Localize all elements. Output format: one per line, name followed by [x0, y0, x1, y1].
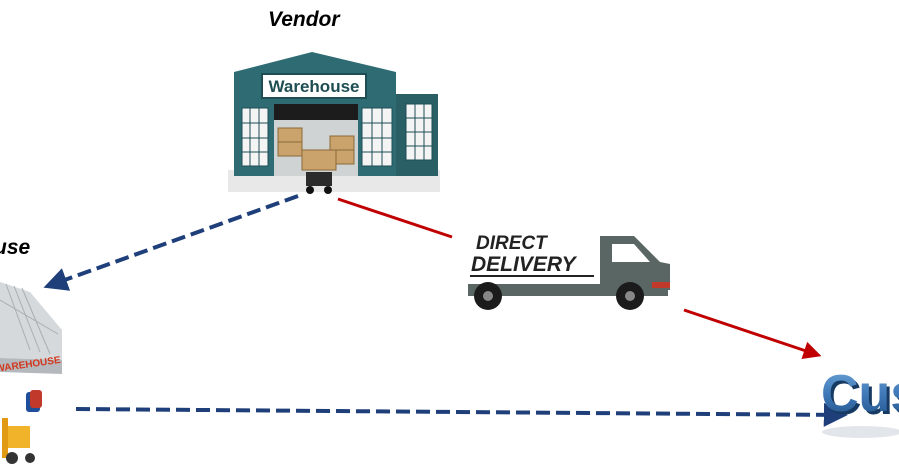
warehouse-title-partial: use: [0, 236, 31, 259]
warehouse-shed-icon: WAREHOUSE: [0, 282, 62, 464]
vendor-title: Vendor: [268, 8, 340, 31]
vendor-to-truck-line: [337, 197, 453, 239]
vendor-to-warehouse-arrow: [43, 194, 299, 291]
delivery-truck-icon: DIRECT DELIVERY: [468, 233, 670, 310]
truck-to-customer-arrow: [683, 308, 822, 359]
truck-text-direct: DIRECT: [476, 233, 548, 254]
vendor-sign-text: Warehouse: [268, 77, 359, 96]
customer-text-shadow: Custo: [824, 368, 899, 426]
customer-text: Custo: [821, 365, 899, 423]
warehouse-to-customer-arrow: [75, 402, 848, 427]
customer-3d-text-icon: Custo Custo: [821, 365, 899, 438]
truck-text-delivery: DELIVERY: [471, 253, 578, 276]
warehouse-building-icon: Warehouse: [228, 52, 440, 194]
